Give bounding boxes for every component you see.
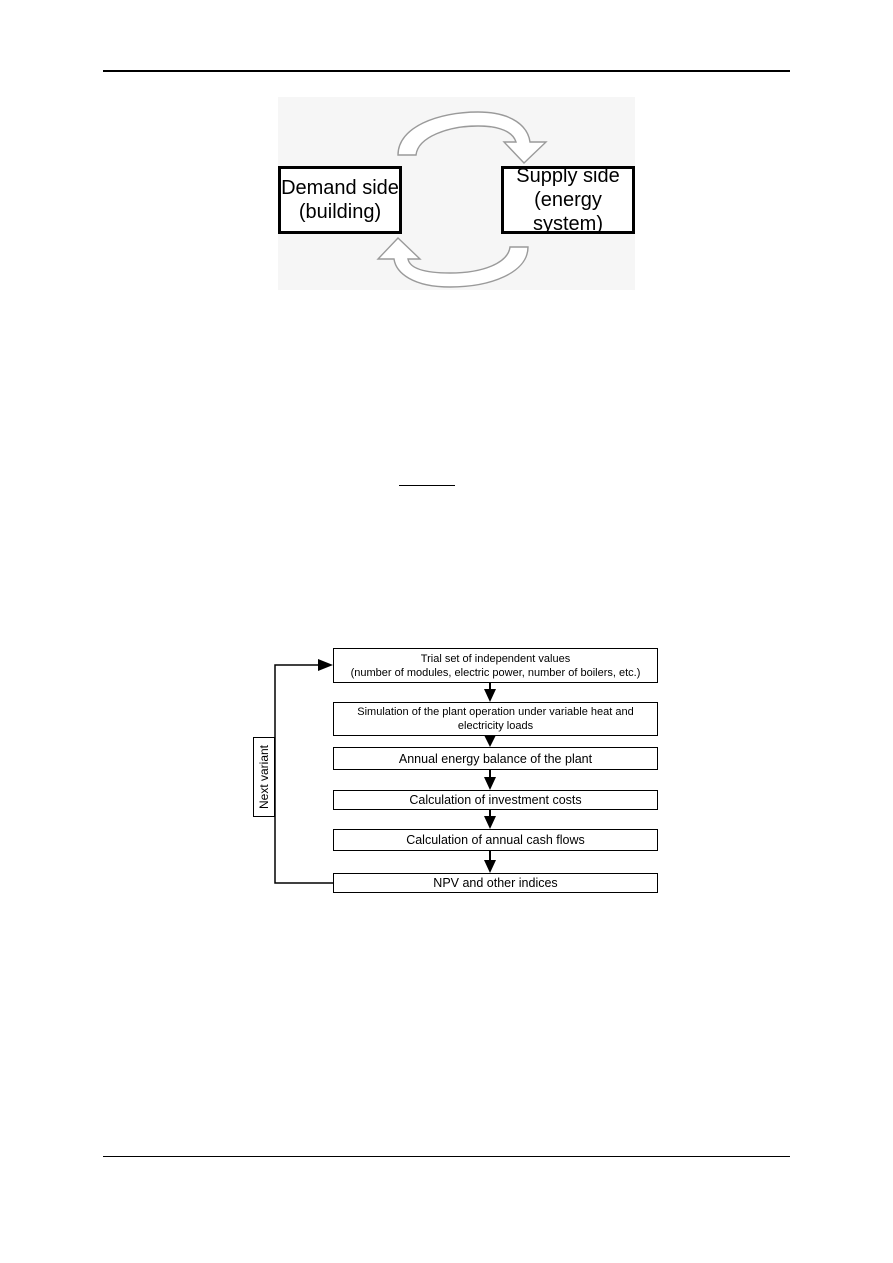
demand-supply-figure: Demand side (building) Supply side (ener…	[278, 97, 635, 290]
header-rule	[103, 70, 790, 72]
footer-rule	[103, 1156, 790, 1157]
flow-step-label: Annual energy balance of the plant	[398, 751, 593, 766]
flow-step-trial-set: Trial set of independent values (number …	[333, 648, 658, 683]
flow-step-energy-balance: Annual energy balance of the plant	[333, 747, 658, 770]
flow-step-simulation: Simulation of the plant operation under …	[333, 702, 658, 736]
next-variant-label: Next variant	[257, 744, 271, 810]
supply-side-label: Supply side (energy system)	[516, 165, 620, 235]
flow-step-label: NPV and other indices	[433, 876, 558, 890]
flow-step-npv: NPV and other indices	[333, 873, 658, 893]
flow-step-cash-flows: Calculation of annual cash flows	[333, 829, 658, 851]
top-curved-arrow	[397, 111, 548, 164]
demand-side-label: Demand side (building)	[281, 177, 399, 223]
text-underline	[399, 485, 455, 486]
cycle-arrows	[376, 111, 548, 288]
bottom-curved-arrow	[376, 237, 529, 288]
flow-step-label: Trial set of independent values (number …	[350, 652, 641, 679]
supply-side-box: Supply side (energy system)	[501, 165, 635, 235]
flow-step-label: Calculation of annual cash flows	[406, 833, 585, 847]
flow-step-investment-costs: Calculation of investment costs	[333, 790, 658, 810]
flow-step-label: Simulation of the plant operation under …	[357, 706, 634, 732]
demand-side-box: Demand side (building)	[278, 166, 402, 234]
flow-step-label: Calculation of investment costs	[409, 793, 582, 807]
loop-back-line	[274, 664, 333, 884]
loop-back-arrowhead	[318, 659, 333, 671]
next-variant-box: Next variant	[253, 737, 275, 817]
